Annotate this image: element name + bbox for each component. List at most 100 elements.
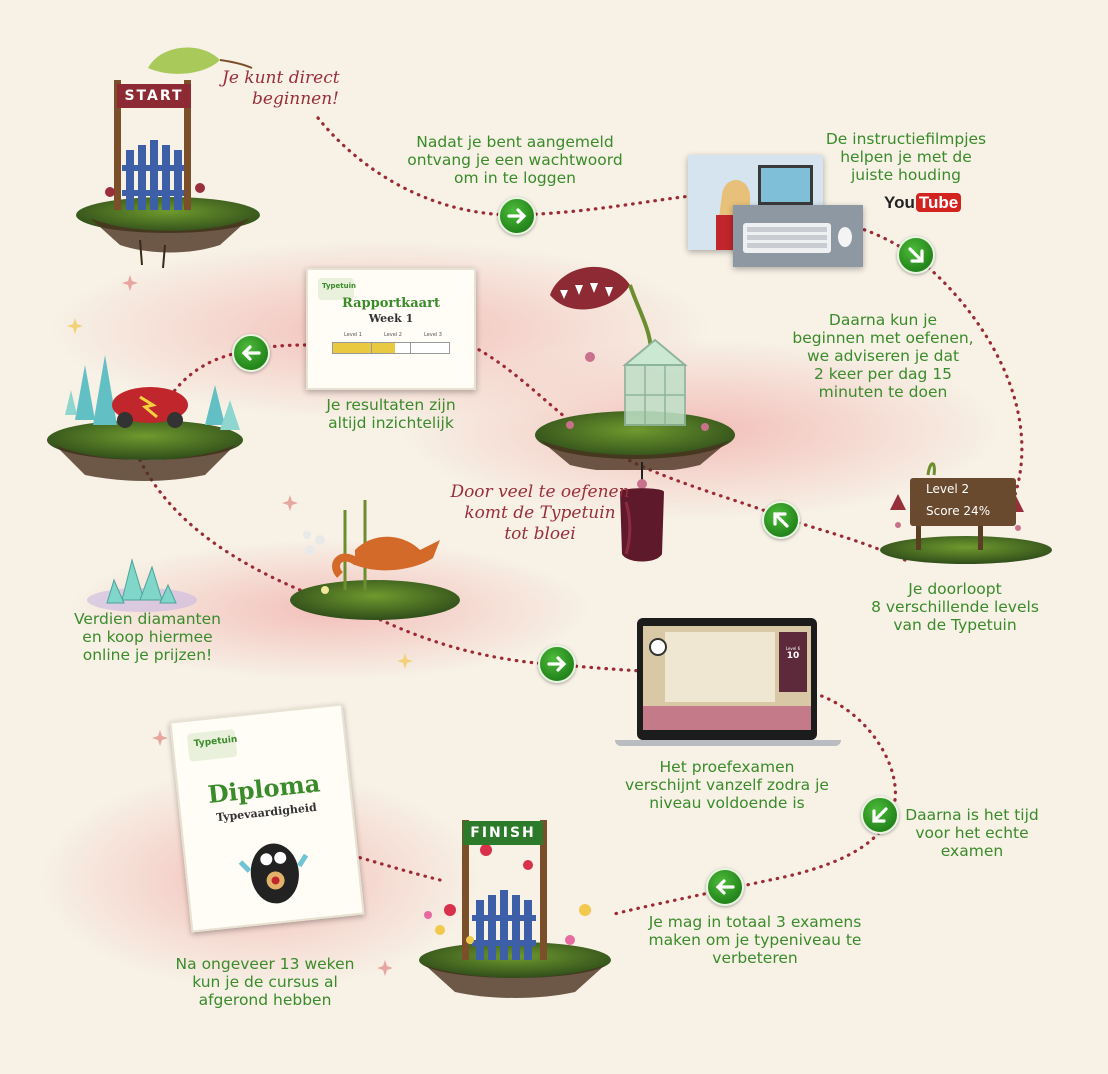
caption-line: De instructiefilmpjes	[825, 130, 987, 148]
level-label: Level 6	[785, 646, 801, 651]
caption-videos: De instructiefilmpjes helpen je met de j…	[806, 130, 1006, 184]
exam-text-panel	[665, 632, 775, 702]
next-arrow-button[interactable]	[498, 197, 536, 235]
caption-trial-exam: Het proefexamen verschijnt vanzelf zodra…	[607, 758, 847, 812]
laptop-bezel: Level 6 10	[637, 618, 817, 740]
arrow-right-icon	[507, 208, 527, 224]
progress-segment-level-1	[333, 343, 371, 353]
caption-line: niveau voldoende is	[649, 794, 805, 812]
caption-practice: Daarna kun je beginnen met oefenen, we a…	[783, 311, 983, 401]
keyboard-thumbnail[interactable]	[733, 205, 863, 267]
caption-line: maken om je typeniveau te	[648, 931, 862, 949]
start-note-line: beginnen!	[252, 89, 340, 109]
arrow-down-right-icon	[908, 247, 924, 263]
score-number: 10	[786, 651, 800, 661]
arrow-up-left-icon	[773, 512, 789, 528]
caption-line: Daarna is het tijd	[905, 806, 1039, 824]
start-island	[76, 47, 260, 269]
next-arrow-button[interactable]	[762, 501, 800, 539]
progress-divider	[371, 343, 372, 353]
caption-line: om in te loggen	[454, 169, 576, 187]
caption-line: 2 keer per dag 15	[813, 365, 953, 383]
arrow-left-icon	[715, 879, 735, 895]
youtube-tube-text: Tube	[915, 193, 962, 212]
start-sign: START	[117, 84, 191, 108]
caption-line: altijd inzichtelijk	[328, 414, 454, 432]
youtube-you-text: You	[884, 193, 915, 212]
crystal-car-island	[47, 355, 243, 481]
next-arrow-button[interactable]	[706, 868, 744, 906]
level-label: Level 3	[424, 332, 442, 338]
arrow-left-icon	[241, 345, 261, 361]
level-label: Level 2	[384, 332, 402, 338]
report-card[interactable]: Typetuin Rapportkaart Week 1 Level 1 Lev…	[306, 268, 476, 390]
caption-real-exam: Daarna is het tijd voor het echte examen	[893, 806, 1051, 860]
caption-line: Nadat je bent aangemeld	[416, 133, 614, 151]
caption-line: Verdien diamanten	[74, 610, 221, 628]
finish-sign: FINISH	[463, 821, 543, 845]
exam-badge	[649, 638, 667, 656]
caption-line: afgerond hebben	[198, 991, 332, 1009]
mole-mascot-image	[238, 843, 309, 904]
caption-diamonds: Verdien diamanten en koop hiermee online…	[55, 610, 240, 664]
next-arrow-button[interactable]	[897, 236, 935, 274]
start-script-note: Je kunt direct beginnen!	[222, 68, 392, 110]
caption-weeks: Na ongeveer 13 weken kun je de cursus al…	[160, 955, 370, 1009]
caption-line: helpen je met de	[840, 148, 972, 166]
caption-line: 8 verschillende levels	[871, 598, 1039, 616]
next-arrow-button[interactable]	[538, 645, 576, 683]
diamonds-image	[87, 558, 197, 612]
greenhouse-island	[535, 266, 735, 470]
report-card-title: Rapportkaart	[342, 296, 440, 311]
caption-line: en koop hiermee	[82, 628, 213, 646]
caption-line: we adviseren je dat	[806, 347, 960, 365]
bloom-note-line: Door veel te oefenen	[450, 482, 630, 502]
laptop-trial-exam[interactable]: Level 6 10	[615, 618, 841, 753]
fox-island	[290, 500, 460, 620]
caption-line: online je prijzen!	[82, 646, 213, 664]
level-label: Level 1	[344, 332, 362, 338]
diploma-card[interactable]: Typetuin Diploma Typevaardigheid	[169, 703, 365, 933]
caption-line: examen	[940, 842, 1004, 860]
caption-line: minuten te doen	[818, 383, 948, 401]
next-arrow-button[interactable]	[861, 796, 899, 834]
caption-line: juiste houding	[851, 166, 961, 184]
arrow-right-icon	[547, 656, 567, 672]
caption-line: Na ongeveer 13 weken	[175, 955, 355, 973]
progress-divider	[410, 343, 411, 353]
caption-line: Het proefexamen	[659, 758, 795, 776]
exam-side-panel: Level 6 10	[779, 632, 807, 692]
caption-line: beginnen met oefenen,	[792, 329, 974, 347]
caption-results: Je resultaten zijn altijd inzichtelijk	[296, 396, 486, 432]
exam-garden-strip	[643, 706, 811, 730]
bloom-script-note: Door veel te oefenen komt de Typetuin to…	[440, 482, 640, 545]
brand-text: Typetuin	[322, 282, 356, 290]
caption-line: voor het echte	[915, 824, 1029, 842]
arrow-down-left-icon	[872, 807, 888, 823]
score-label: Score 24%	[926, 504, 991, 518]
caption-line: van de Typetuin	[893, 616, 1017, 634]
caption-three-exams: Je mag in totaal 3 examens maken om je t…	[630, 913, 880, 967]
brand-badge: Typetuin	[318, 278, 356, 300]
caption-line: Je mag in totaal 3 examens	[648, 913, 862, 931]
caption-levels: Je doorloopt 8 verschillende levels van …	[850, 580, 1060, 634]
bloom-note-line: tot bloei	[504, 524, 576, 544]
caption-password: Nadat je bent aangemeld ontvang je een w…	[395, 133, 635, 187]
lantern-image	[620, 462, 664, 562]
progress-track	[332, 342, 450, 354]
level-label: Level 2	[926, 482, 970, 496]
finish-island	[419, 820, 611, 998]
report-card-week: Week 1	[368, 312, 414, 325]
caption-line: verbeteren	[712, 949, 798, 967]
keyboard-image	[733, 205, 863, 267]
caption-line: ontvang je een wachtwoord	[407, 151, 623, 169]
caption-line: Je resultaten zijn	[326, 396, 456, 414]
start-note-line: Je kunt direct	[222, 68, 340, 88]
level-score-board: Level 2 Score 24%	[910, 478, 1016, 526]
laptop-screen: Level 6 10	[643, 626, 811, 730]
bloom-note-line: komt de Typetuin	[464, 503, 616, 523]
next-arrow-button[interactable]	[232, 334, 270, 372]
